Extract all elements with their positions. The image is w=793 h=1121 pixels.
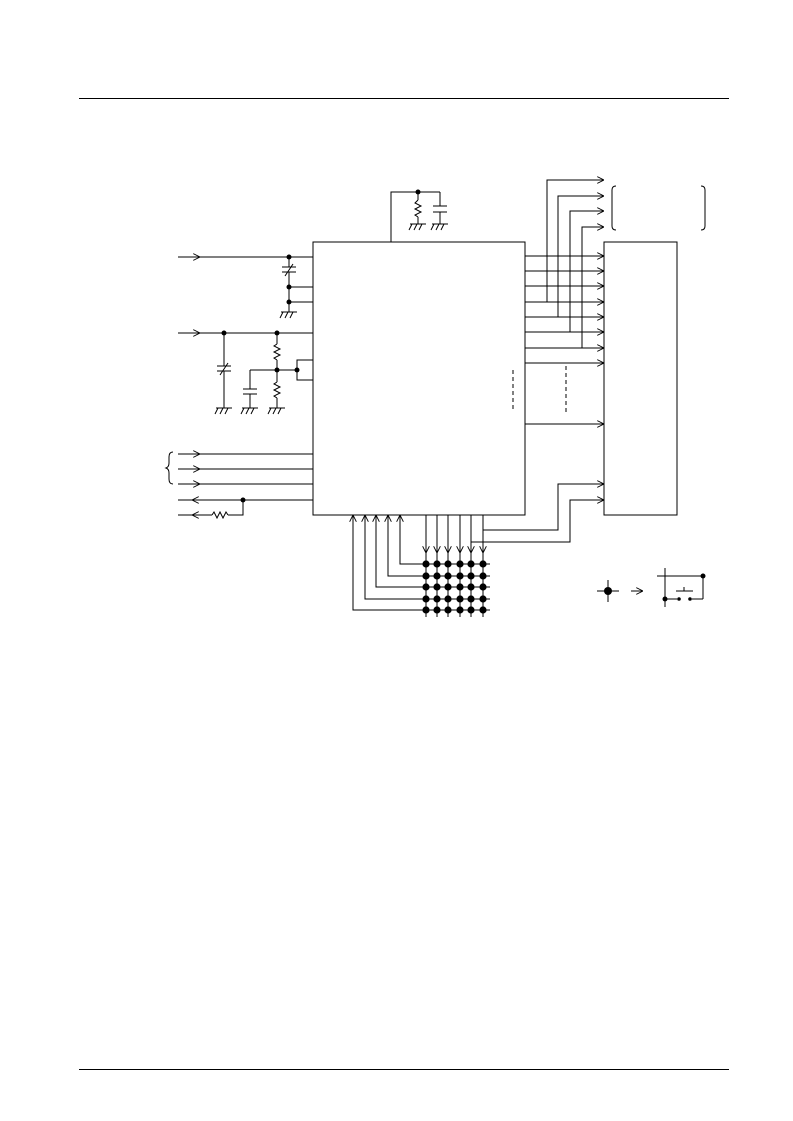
key-switch (444, 583, 452, 591)
key-switch (467, 583, 475, 591)
key-matrix-returns (353, 515, 490, 611)
key-switch (456, 595, 464, 603)
left-reset-network (178, 331, 313, 415)
key-switch (422, 606, 430, 614)
key-switch (479, 606, 487, 614)
key-switch-grid (422, 560, 487, 614)
key-switch (467, 572, 475, 580)
key-switch (433, 606, 441, 614)
driver-bus (512, 256, 604, 424)
key-switch (467, 560, 475, 568)
key-switch (444, 595, 452, 603)
key-switch (433, 583, 441, 591)
switch-symbol-legend (597, 568, 706, 607)
left-supply-input (178, 255, 313, 319)
key-switch (456, 572, 464, 580)
key-switch (433, 595, 441, 603)
key-switch (444, 560, 452, 568)
key-switch (456, 583, 464, 591)
key-switch (467, 606, 475, 614)
footer-rule (79, 1069, 729, 1070)
key-switch (422, 560, 430, 568)
left-outputs (178, 498, 313, 520)
controller-ic-block (312, 241, 526, 516)
key-switch (433, 572, 441, 580)
top-rc-network (390, 189, 448, 242)
key-switch (433, 560, 441, 568)
key-switch (456, 560, 464, 568)
key-switch (479, 560, 487, 568)
key-switch (479, 583, 487, 591)
left-control-inputs (164, 452, 313, 484)
key-switch (456, 606, 464, 614)
key-switch (422, 572, 430, 580)
key-switch (479, 572, 487, 580)
bottom-to-driver (470, 484, 604, 543)
key-switch (444, 572, 452, 580)
key-switch (444, 606, 452, 614)
right-upper-outputs (525, 180, 706, 349)
key-switch (422, 583, 430, 591)
header-rule (79, 98, 729, 99)
display-driver-block (603, 241, 678, 516)
key-switch (422, 595, 430, 603)
key-switch (467, 595, 475, 603)
key-switch (479, 595, 487, 603)
